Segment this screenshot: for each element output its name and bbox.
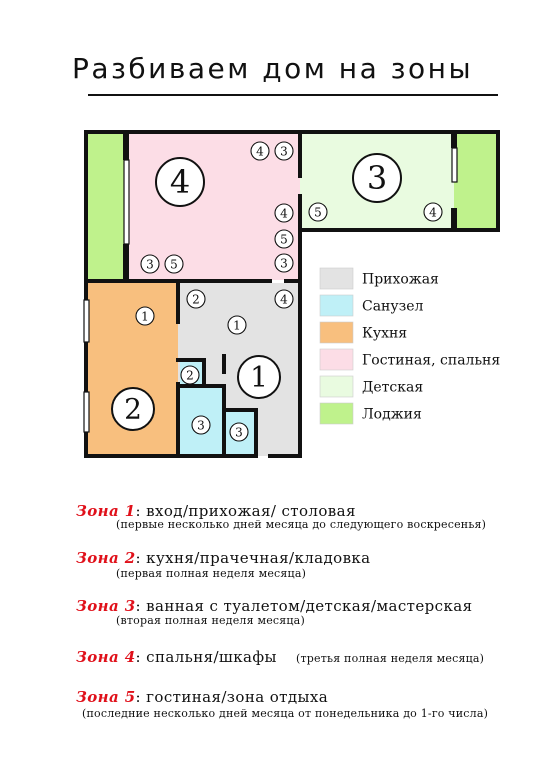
zone-marker-number: 3 [197,419,205,433]
zone-name: Зона 4 [76,648,136,666]
legend-label: Кухня [362,326,407,342]
zone-line: Зона 5: гостиная/зона отдыха [76,688,328,706]
zone-line: Зона 1: вход/прихожая/ столовая [76,502,356,520]
zone-marker-number: 1 [141,310,149,324]
page-title: Разбиваем дом на зоны [71,52,474,85]
zone-note: (третья полная неделя месяца) [296,652,485,665]
title-underline [88,94,498,96]
loggia-walls [123,132,457,281]
zone-marker-circle [274,289,294,309]
zone-marker-number: 5 [280,233,288,247]
zone-desc: : спальня/шкафы [135,648,277,666]
zone-note: (первые несколько дней месяца до следующ… [116,518,487,531]
legend-swatch [319,402,354,425]
zone-marker-circle [191,415,211,435]
zone-note: (вторая полная неделя месяца) [116,614,305,627]
zone-desc: : гостиная/зона отдыха [135,688,329,706]
zone-marker-number: 3 [280,145,288,159]
zone-marker-circle [135,306,155,326]
zone-marker-number: 4 [170,163,190,201]
zone-note: (последние несколько дней месяца от поне… [82,707,489,720]
room-loggia-right [454,132,496,228]
zone-desc: : кухня/прачечная/кладовка [135,549,371,567]
zone-marker-circle [227,315,247,335]
legend-label: Прихожая [362,272,439,288]
zone-marker-circle [155,157,205,207]
zone-desc: : ванная с туалетом/детская/мастерская [135,597,473,615]
legend-swatch [319,294,354,317]
zone-marker-circle [186,289,206,309]
zone-marker-circle [274,253,294,273]
zone-marker-number: 3 [146,258,154,272]
legend-label: Санузел [362,299,424,315]
zone-marker-number: 1 [250,360,268,393]
zone-name: Зона 2 [76,549,136,567]
legend-swatch [319,267,354,290]
zone-marker-circle [274,203,294,223]
room-loggia-left [88,132,124,280]
zone-marker-circle [308,202,328,222]
zone-marker-circle [237,355,281,399]
windows [83,147,458,433]
zone-name: Зона 5 [76,688,136,706]
zone-marker-number: 4 [280,207,288,221]
legend-label: Детская [362,380,423,396]
zone-marker-circle [274,141,294,161]
legend-label: Лоджия [362,407,422,423]
zone-marker-circle [164,254,184,274]
zone-markers: 4 3 2 1 4 3 4 5 3 3 5 5 4 1 2 4 1 2 3 3 [111,141,443,442]
zone-line: Зона 3: ванная с туалетом/детская/мастер… [76,597,472,615]
zone-marker-circle [423,202,443,222]
zone-desc: : вход/прихожая/ столовая [135,502,356,520]
zone-marker-number: 3 [367,159,387,197]
zone-marker-circle [250,141,270,161]
zone-marker-number: 4 [256,145,264,159]
zone-marker-number: 2 [192,293,200,307]
zone-line: Зона 2: кухня/прачечная/кладовка [76,549,371,567]
zone-marker-number: 1 [233,319,241,333]
zone-marker-number: 4 [280,293,288,307]
zone-name: Зона 3 [76,597,136,615]
legend-swatch [319,375,354,398]
legend-swatch [319,321,354,344]
zone-marker-number: 5 [314,206,322,220]
legend-label: Гостиная, спальня [362,353,500,369]
zone-line: Зона 4: спальня/шкафы [76,648,277,666]
zone-marker-number: 2 [186,369,194,383]
zone-marker-circle [274,229,294,249]
zone-marker-circle [111,387,155,431]
zone-marker-number: 5 [170,258,178,272]
zone-marker-circle [352,153,402,203]
zone-note: (первая полная неделя месяца) [116,567,307,580]
legend-swatch [319,348,354,371]
zone-marker-circle [180,365,200,385]
zone-marker-number: 4 [429,206,437,220]
zone-marker-number: 3 [235,426,243,440]
zone-marker-circle [229,422,249,442]
zone-marker-number: 2 [124,392,142,425]
zone-name: Зона 1 [76,502,136,520]
zone-marker-number: 3 [280,257,288,271]
zone-marker-circle [140,254,160,274]
